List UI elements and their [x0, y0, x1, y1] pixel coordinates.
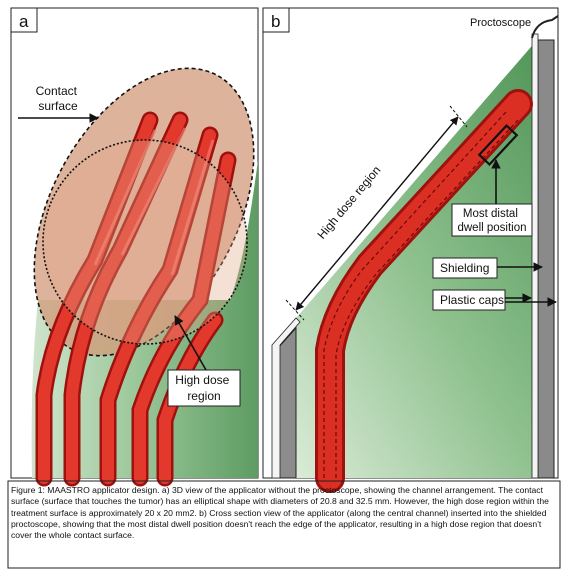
shielding-label: Shielding [440, 261, 489, 275]
panel-b-letter: b [271, 12, 280, 31]
right-shield [538, 40, 554, 478]
plastic-caps-label: Plastic caps [440, 293, 504, 307]
high-dose-circle [43, 140, 247, 344]
figure-caption: Figure 1: MAASTRO applicator design. a) … [11, 485, 555, 541]
right-plastic-cap [532, 34, 538, 478]
contact-surface-label: Contact surface [36, 84, 81, 113]
panel-a-letter: a [19, 12, 29, 31]
proctoscope-label: Proctoscope [470, 17, 531, 29]
panel-a: a Contact surface High dose region [0, 8, 299, 478]
panel-b: High dose region b Proctoscope Most dist… [263, 8, 558, 478]
